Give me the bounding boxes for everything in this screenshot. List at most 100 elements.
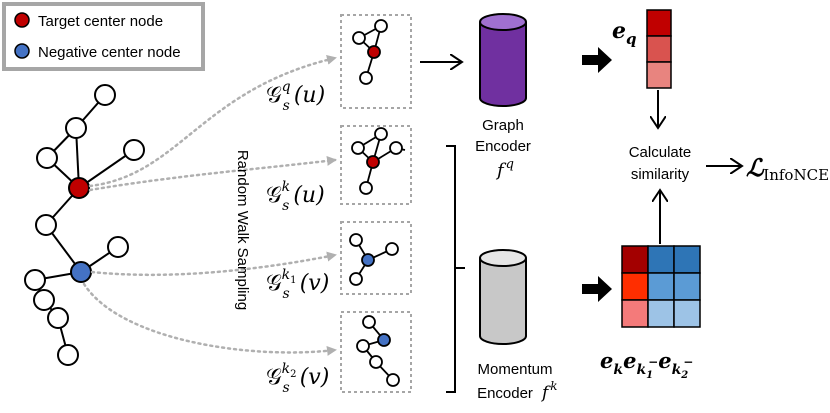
subgraph-label-k2-base: 𝒢 xyxy=(266,365,282,390)
graph-encoder-cylinder xyxy=(479,13,527,107)
ek-cell xyxy=(673,299,701,328)
ek-cell xyxy=(673,272,701,301)
ek-matrix xyxy=(621,245,701,328)
subgraph-label-k-u-sub: s xyxy=(282,198,289,214)
loss-sub: InfoNCE xyxy=(763,166,829,184)
graph-node xyxy=(36,147,58,169)
ek-label-e1: e xyxy=(600,348,613,373)
ek-label-e3: e xyxy=(658,348,671,373)
graph-node xyxy=(123,139,145,161)
eq-cell xyxy=(646,9,672,37)
subgraph-label-k-u-sup: k xyxy=(282,179,290,195)
subgraph-label-k1-supsub: 1 xyxy=(290,275,296,286)
ek-label-s3: k xyxy=(672,362,682,378)
key-bracket xyxy=(446,145,456,393)
legend-negative-label: Negative center node xyxy=(38,44,181,61)
eq-vector xyxy=(646,9,672,89)
legend-negative-node xyxy=(14,43,30,59)
momentum-encoder-line1: Momentum xyxy=(477,361,552,378)
subgraph-box-q xyxy=(340,14,412,109)
ek-cell xyxy=(621,245,649,274)
calc-line1: Calculate xyxy=(629,144,692,161)
negative-center-node xyxy=(70,261,92,283)
subgraph-label-q-arg: (u) xyxy=(294,83,325,108)
graph-node xyxy=(107,236,129,258)
subgraph-label-k1-base: 𝒢 xyxy=(266,271,282,296)
subgraph-label-k2-sub: s xyxy=(283,380,290,396)
graph-node xyxy=(35,214,57,236)
ek-cell xyxy=(647,272,675,301)
subgraph-label-k1-sup: k xyxy=(282,267,290,283)
graph-encoder-line2: Encoder xyxy=(475,138,531,155)
eq-cell xyxy=(646,61,672,89)
ek-cell xyxy=(673,245,701,274)
momentum-encoder-sup: k xyxy=(550,379,557,393)
eq-label: eq xyxy=(612,18,637,48)
target-center-node xyxy=(68,177,90,199)
graph-encoder-sup: q xyxy=(506,157,514,172)
subgraph-k-u xyxy=(351,127,406,195)
subgraph-box-k-u xyxy=(340,125,412,205)
graph-node xyxy=(47,307,69,329)
ek-label-s2: k xyxy=(636,362,646,378)
subgraph-label-k2-supsub: 2 xyxy=(290,369,296,380)
calc-line2: similarity xyxy=(631,166,690,183)
block-arrow-k xyxy=(582,276,612,302)
ek-label-s1: k xyxy=(613,362,623,378)
sampling-arrow-k2 xyxy=(82,282,337,356)
ek-label-s2sub: 1 xyxy=(646,370,653,381)
loss-label: ℒInfoNCE xyxy=(746,153,829,184)
legend-target-node xyxy=(14,12,30,28)
main-graph xyxy=(24,84,145,366)
subgraph-q xyxy=(352,19,388,85)
graph-node xyxy=(57,344,79,366)
ek-label-s2sup: − xyxy=(648,355,658,369)
subgraph-box-k2 xyxy=(340,311,412,393)
subgraph-box-k1 xyxy=(340,221,412,295)
subgraph-k1 xyxy=(349,233,399,286)
momentum-encoder-cylinder xyxy=(479,249,527,345)
subgraph-label-k-u-arg: (u) xyxy=(293,183,324,208)
graph-node xyxy=(65,117,87,139)
eq-label-sub: q xyxy=(626,30,637,48)
graph-node xyxy=(24,269,46,291)
subgraph-label-q-sup: q xyxy=(282,79,291,95)
eq-label-base: e xyxy=(612,18,626,44)
random-walk-label: Random Walk Sampling xyxy=(234,150,251,310)
graph-encoder-line1: Graph xyxy=(482,117,524,134)
subgraph-label-k1-sub: s xyxy=(283,286,290,302)
ek-cell xyxy=(647,245,675,274)
legend-target-label: Target center node xyxy=(38,13,163,30)
subgraph-k2 xyxy=(356,315,400,387)
sampling-arrows xyxy=(82,54,337,356)
subgraph-label-q-base: 𝒢 xyxy=(266,83,282,108)
subgraph-label-k2-sup: k xyxy=(282,361,290,377)
subgraph-label-k-u-base: 𝒢 xyxy=(266,183,282,208)
sampling-arrow-k1 xyxy=(90,251,337,277)
ek-cell xyxy=(621,299,649,328)
sampling-arrow-k-u xyxy=(88,155,337,192)
subgraph-label-k1-arg: (v) xyxy=(300,271,330,296)
graph-node xyxy=(33,289,55,311)
subgraph-boxes xyxy=(340,14,412,393)
ek-cell xyxy=(647,299,675,328)
legend-box xyxy=(2,2,205,71)
eq-cell xyxy=(646,35,672,63)
ek-label-s3sub: 2 xyxy=(680,370,688,381)
block-arrow-q xyxy=(582,47,612,73)
ek-label-s3sup: − xyxy=(683,355,693,369)
ek-cell xyxy=(621,272,649,301)
ek-label-e2: e xyxy=(623,348,636,373)
loss-symbol: ℒ xyxy=(746,153,765,182)
momentum-encoder-f: f xyxy=(540,383,551,403)
ek-label: ekek1−ek2− xyxy=(600,348,693,381)
momentum-encoder-line2: Encoder xyxy=(477,385,533,402)
subgraph-label-k2-arg: (v) xyxy=(300,365,330,390)
